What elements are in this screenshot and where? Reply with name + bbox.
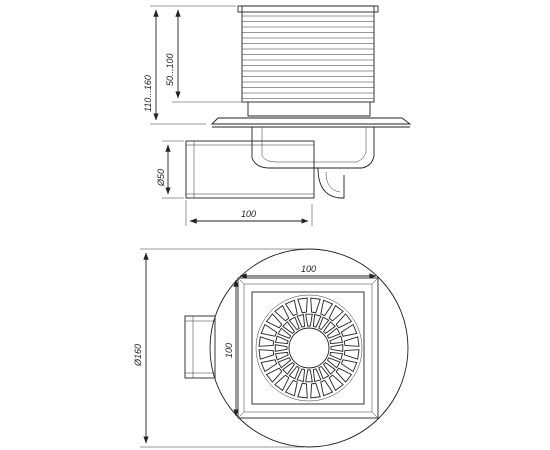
grate-height-label: 100: [224, 343, 234, 358]
grate-slot: [329, 351, 344, 361]
side-view: 110...160 50...100 Ø50 100: [143, 5, 412, 226]
dimension-grate-width: 100: [239, 264, 377, 279]
grate-frame: [237, 277, 379, 419]
grate-slot: [282, 321, 295, 334]
grate-slot: [312, 368, 322, 383]
grate-slot: [274, 351, 289, 361]
grate-slot: [323, 362, 336, 375]
grate-slot: [284, 379, 298, 397]
grate-rosette: [255, 294, 363, 402]
grate-slot: [284, 299, 298, 317]
grate-slot: [296, 313, 306, 328]
grate-slot: [296, 368, 306, 383]
grate-slot: [305, 369, 313, 383]
grate-slot: [297, 297, 308, 314]
dimension-total-height: 110...160: [143, 5, 236, 125]
dimension-outlet-diameter: Ø50: [156, 140, 184, 199]
grate-slot: [335, 313, 353, 329]
grate-rosette-outline: [255, 294, 363, 402]
grate-slot: [310, 297, 321, 314]
grate-slot: [305, 313, 313, 327]
plan-outlet-stub: [184, 315, 216, 379]
grate-slot: [310, 382, 321, 399]
plan-view: 100 100 Ø160: [133, 248, 409, 448]
extension-height-label: 50...100: [165, 53, 175, 86]
grate-slot: [312, 313, 322, 328]
grate-slot: [274, 344, 288, 352]
grate-slot: [274, 374, 290, 392]
grate-slot: [326, 327, 341, 339]
tube-corrugations: [242, 15, 374, 99]
grate-slot: [288, 365, 300, 380]
grate-slot: [343, 349, 360, 360]
grate-slot: [297, 382, 308, 399]
grate-slot: [260, 323, 278, 337]
dimension-grate-height: 100: [224, 279, 239, 417]
grate-slot: [265, 313, 283, 329]
grate-slot: [340, 323, 358, 337]
grate-slot: [318, 365, 330, 380]
grate-slot: [258, 336, 275, 347]
grate-slot: [328, 374, 344, 392]
dimension-body-diameter: Ø160: [133, 248, 304, 448]
grate-slot: [328, 304, 344, 322]
grate-slot: [288, 316, 300, 331]
grate-slot: [329, 335, 344, 345]
grate-slot: [274, 335, 289, 345]
grate-slot: [330, 344, 344, 352]
grate-width-label: 100: [301, 264, 316, 274]
body-diameter-label: Ø160: [133, 344, 143, 367]
drain-body: [185, 102, 412, 199]
grate-slot: [343, 336, 360, 347]
grate-slot: [282, 362, 295, 375]
extension-tube: [237, 5, 379, 103]
grate-slot: [318, 316, 330, 331]
grate-slot: [320, 379, 334, 397]
grate-slot: [277, 357, 292, 369]
grate-slot: [265, 367, 283, 383]
dimension-side-width: 100: [185, 200, 313, 226]
grate-slot: [326, 357, 341, 369]
grate-slot: [320, 299, 334, 317]
grate-slot: [335, 367, 353, 383]
side-width-label: 100: [241, 209, 256, 219]
dimension-extension-height: 50...100: [165, 9, 242, 103]
grate-center-hole: [288, 327, 330, 369]
grate-slot: [258, 349, 275, 360]
grate-slot: [274, 304, 290, 322]
grate-slot: [323, 321, 336, 334]
grate-slot: [340, 359, 358, 373]
total-height-label: 110...160: [143, 75, 153, 112]
grate-slot: [277, 327, 292, 339]
grate-slot: [260, 359, 278, 373]
plan-body-circle: [209, 248, 409, 448]
outlet-diameter-label: Ø50: [156, 169, 166, 187]
